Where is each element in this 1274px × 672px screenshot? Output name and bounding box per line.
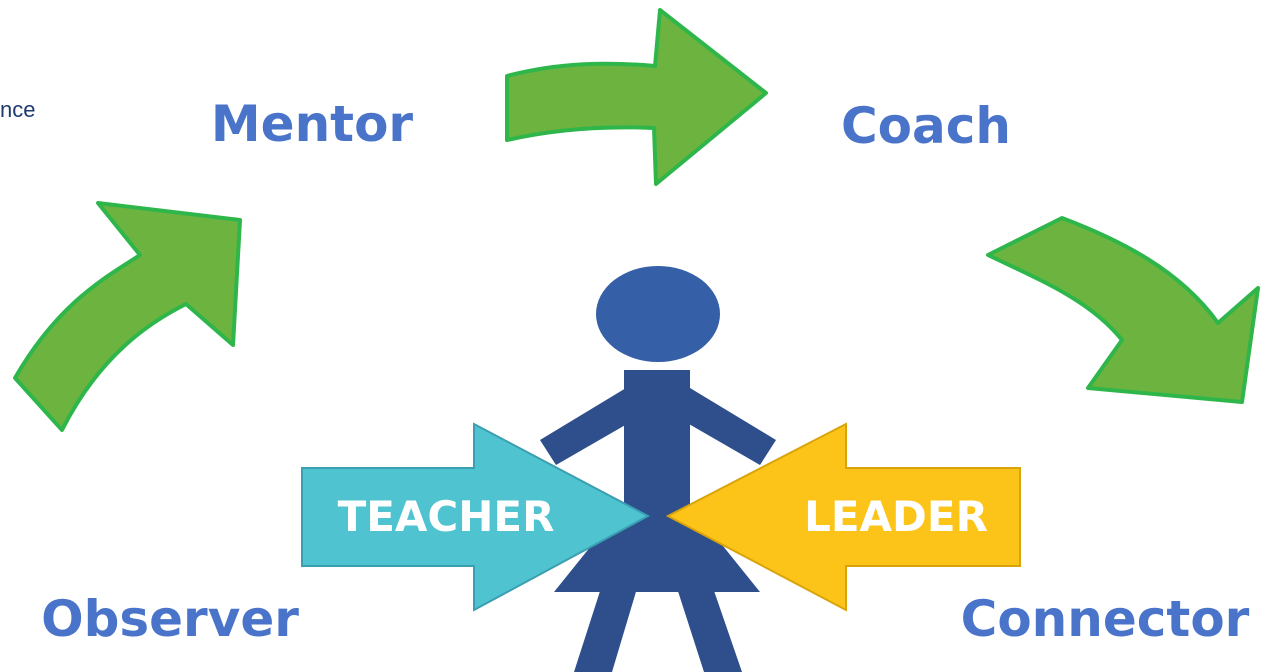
figure-head — [596, 266, 720, 362]
arrow-mentor-to-coach — [505, 8, 768, 186]
figure-right-leg — [676, 585, 742, 672]
arrow-observer-to-mentor — [13, 201, 242, 432]
clipped-heading-text: nce — [0, 97, 35, 122]
figure-left-leg — [574, 585, 638, 672]
teacher-arrow — [301, 422, 651, 612]
role-label-connector: Connector — [961, 590, 1250, 648]
figure-skirt — [554, 505, 760, 592]
figure-left-arm — [540, 388, 634, 465]
role-label-mentor: Mentor — [211, 95, 414, 153]
person-figure-icon — [540, 266, 776, 672]
teacher-arrow-label: TEACHER — [338, 492, 555, 541]
figure-right-arm — [682, 388, 776, 465]
leader-arrow-label: LEADER — [804, 492, 988, 541]
role-label-observer: Observer — [41, 590, 299, 648]
figure-torso — [624, 370, 690, 530]
leader-arrow — [665, 422, 1021, 612]
arrow-coach-to-connector — [986, 216, 1260, 404]
role-label-coach: Coach — [841, 97, 1011, 155]
